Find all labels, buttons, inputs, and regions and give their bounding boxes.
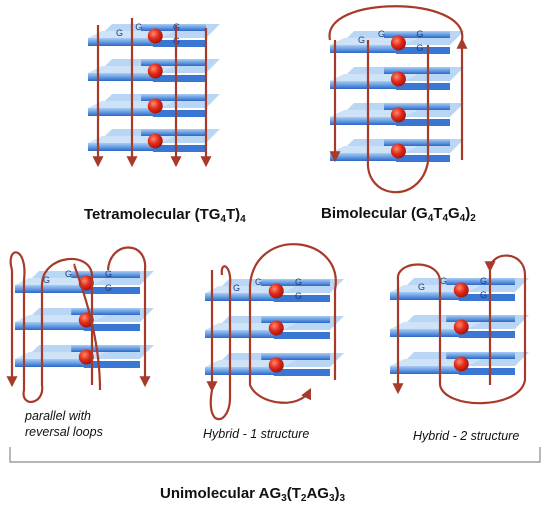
hybrid2-caption: Hybrid - 2 structure: [413, 429, 520, 443]
unimolecular-label: Unimolecular AG3(T2AG3)3: [160, 485, 346, 504]
g-label: G: [480, 290, 487, 300]
g-label: G: [295, 291, 302, 301]
strand: [484, 254, 527, 380]
loop: [40, 257, 94, 286]
parallel-caption-line1: parallel with: [25, 409, 92, 423]
loop: [328, 5, 464, 41]
g-label: G: [295, 277, 302, 287]
cation: [453, 319, 469, 335]
g-label: G: [105, 269, 112, 279]
cation: [390, 71, 406, 87]
g-label: G: [135, 22, 142, 32]
g-label: G: [43, 275, 50, 285]
cation: [390, 143, 406, 159]
loop: [220, 265, 232, 286]
loop: [366, 159, 430, 194]
strand: [22, 280, 44, 403]
loop: [396, 263, 442, 385]
tetramolecular-label: Tetramolecular (TG4T)4: [84, 206, 246, 225]
cation: [268, 283, 284, 299]
loop: [73, 263, 102, 391]
hybrid1-caption: Hybrid - 1 structure: [203, 427, 310, 441]
loop: [9, 251, 26, 281]
cation: [147, 98, 163, 114]
g-label: G: [105, 283, 112, 293]
cation: [390, 107, 406, 123]
cation: [78, 349, 94, 365]
loop: [248, 243, 337, 380]
cation: [268, 357, 284, 373]
cation: [147, 63, 163, 79]
g-label: G: [255, 277, 262, 287]
strand: [248, 285, 311, 404]
unimolecular-bracket: [9, 447, 541, 463]
g-label: G: [480, 276, 487, 286]
bimolecular-label: Bimolecular (G4T4G4)2: [321, 205, 476, 224]
loop: [438, 379, 527, 405]
cation: [268, 320, 284, 336]
g-label: G: [65, 269, 72, 279]
parallel-caption-line2: reversal loops: [25, 425, 103, 439]
cation: [147, 133, 163, 149]
g-label: G: [233, 283, 240, 293]
loop: [209, 285, 232, 421]
cation: [453, 356, 469, 372]
cation: [390, 35, 406, 51]
g-label: G: [416, 43, 423, 53]
loop: [106, 246, 151, 388]
parallel-caption: parallel with reversal loops: [25, 408, 103, 440]
g-label: G: [358, 35, 365, 45]
g-label: G: [416, 29, 423, 39]
g-label: G: [116, 28, 123, 38]
cation: [453, 282, 469, 298]
cation: [147, 28, 163, 44]
g-label: G: [418, 282, 425, 292]
g-label: G: [440, 276, 447, 286]
g-label: G: [378, 29, 385, 39]
